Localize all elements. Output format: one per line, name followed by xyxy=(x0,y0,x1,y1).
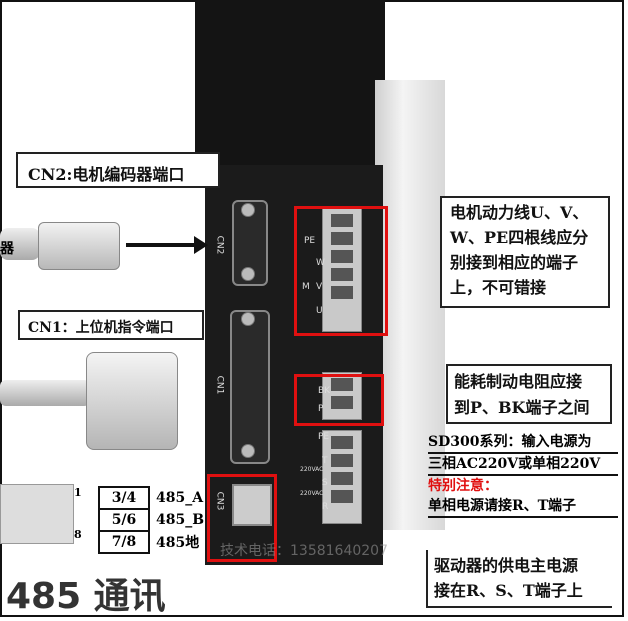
signal-cell: 485地 xyxy=(156,535,200,551)
signal-cell: 485_A xyxy=(156,490,204,506)
cn1-callout: CN1：上位机指令端口 xyxy=(18,310,204,340)
motor-note-line: 上，不可错接 xyxy=(450,278,547,297)
motor-note-callout: 电机动力线U、V、 W、PE四根线应分 别接到相应的端子 上，不可错接 xyxy=(440,196,610,308)
motor-terminal-highlight xyxy=(294,206,388,336)
power-pe-label: PE xyxy=(318,432,330,442)
brake-note-callout: 能耗制动电阻应接 到P、BK端子之间 xyxy=(446,364,612,424)
motor-note-line: 电机动力线U、V、 xyxy=(450,203,589,222)
brake-note-line: 到P、BK端子之间 xyxy=(454,398,590,417)
rs485-title: 485 通讯 xyxy=(6,576,166,617)
motor-m-label: M xyxy=(302,282,310,292)
cn2-port-label: CN2 xyxy=(214,235,225,255)
pins-cell: 5/6 xyxy=(98,508,150,532)
table-row: 5/6 485_B xyxy=(98,508,211,532)
rj45-image xyxy=(0,484,74,544)
brake-bk-label: BK xyxy=(318,386,331,396)
brake-terminal-highlight xyxy=(294,374,384,426)
drive-top-cover xyxy=(195,0,385,165)
supply-note-callout: 驱动器的供电主电源 接在R、S、T端子上 xyxy=(426,550,612,608)
series-note: SD300系列：输入电源为 三相AC220V或单相220V 特别注意： 单相电源… xyxy=(428,432,618,518)
pin-number-8: 8 xyxy=(74,528,82,541)
cn2-screw-top xyxy=(241,203,255,217)
series-note-line3: 单相电源请接R、T端子 xyxy=(428,496,618,518)
brake-p-label: P xyxy=(318,404,324,414)
series-note-special: 特别注意： xyxy=(428,478,498,494)
command-cable xyxy=(0,380,90,406)
brake-terminal-block xyxy=(322,372,362,420)
command-connector xyxy=(86,352,178,450)
watermark: 技术电话：13581640207 xyxy=(220,543,388,559)
pins-cell: 7/8 xyxy=(98,530,150,554)
power-r-label: R xyxy=(322,502,329,512)
power-t-label: T xyxy=(322,456,328,466)
pins-cell: 3/4 xyxy=(98,486,150,510)
rs485-pin-table: 3/4 485_A 5/6 485_B 7/8 485地 xyxy=(98,486,212,554)
motor-pe-label: PE xyxy=(304,236,316,246)
cn1-screw-bottom xyxy=(241,444,255,458)
power-vac2-label: 220VAC xyxy=(300,490,324,497)
cn2-callout: CN2:电机编码器端口 xyxy=(16,152,220,188)
series-note-line2: 三相AC220V或单相220V xyxy=(428,454,618,476)
motor-note-line: W、PE四根线应分 xyxy=(450,228,589,247)
encoder-connector xyxy=(38,222,120,270)
signal-cell: 485_B xyxy=(156,512,205,528)
cn1-port-label: CN1 xyxy=(214,375,225,395)
motor-note-line: 别接到相应的端子 xyxy=(450,253,579,272)
power-vac1-label: 220VAC xyxy=(300,466,324,473)
series-note-line1: SD300系列：输入电源为 xyxy=(428,432,618,454)
motor-v-label: V xyxy=(316,282,323,292)
left-edge-char: 器 xyxy=(0,241,14,257)
table-row: 7/8 485地 xyxy=(98,530,211,554)
cn3-rj45-port xyxy=(232,484,272,526)
encoder-cable xyxy=(0,228,40,260)
encoder-arrow-head xyxy=(194,236,208,254)
power-s-label: S xyxy=(322,478,328,488)
cn1-screw-top xyxy=(241,312,255,326)
brake-note-line: 能耗制动电阻应接 xyxy=(454,372,583,391)
pin-number-1: 1 xyxy=(74,486,82,499)
power-terminal-block xyxy=(322,430,362,524)
table-row: 3/4 485_A xyxy=(98,486,211,510)
motor-terminal-block xyxy=(322,208,362,332)
encoder-arrow-line xyxy=(126,243,196,247)
supply-note-line: 驱动器的供电主电源 xyxy=(434,556,579,575)
cn1-port xyxy=(230,310,270,464)
motor-w-label: W xyxy=(316,258,325,268)
cn2-screw-bottom xyxy=(241,267,255,281)
motor-u-label: U xyxy=(316,306,323,316)
cn3-highlight xyxy=(207,474,277,562)
supply-note-line: 接在R、S、T端子上 xyxy=(434,581,583,600)
